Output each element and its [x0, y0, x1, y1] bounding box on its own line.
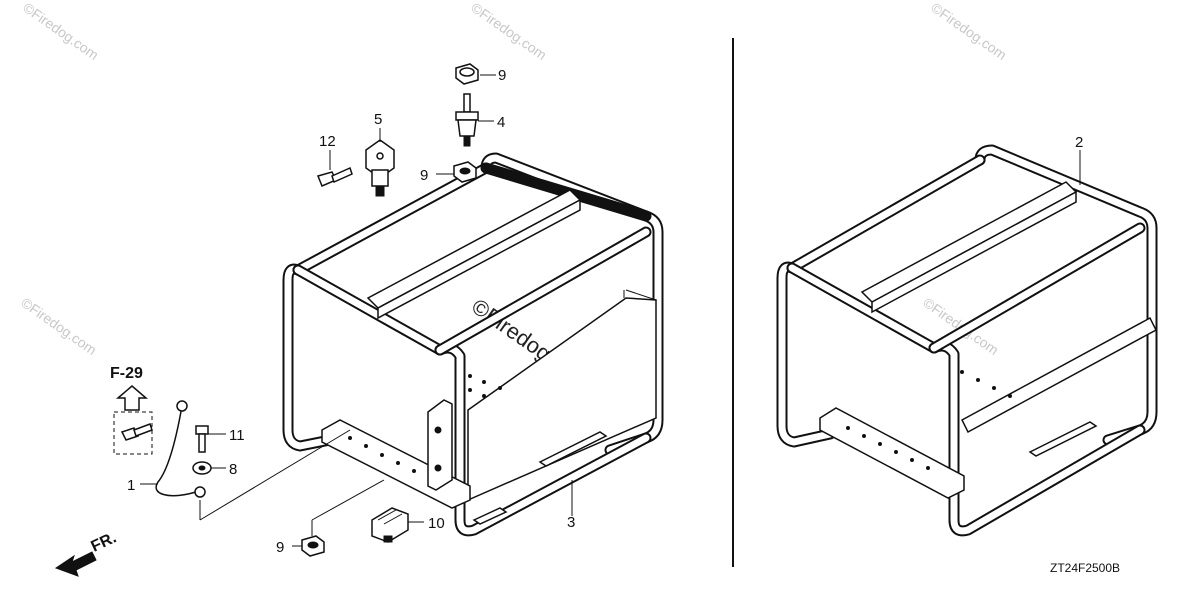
callout-8: 8: [229, 461, 237, 478]
callout-4: 4: [497, 114, 505, 131]
frame-assembly-left: [282, 152, 664, 537]
bracket: [365, 139, 395, 197]
callout-9-top: 9: [498, 67, 506, 84]
leader-lines: [140, 74, 1081, 547]
callout-9-mid: 9: [420, 167, 428, 184]
rubber-foot: [371, 507, 409, 543]
flange-bolt-12: [316, 166, 353, 187]
frame-assembly-right: [776, 144, 1158, 537]
ground-cable: [155, 400, 206, 498]
mount-rubber: [455, 93, 479, 147]
callout-9-bottom: 9: [276, 539, 284, 556]
washer: [192, 461, 212, 475]
watermark-left-mid: ©Firedog.com: [18, 294, 99, 358]
flange-nut-mid: [453, 161, 477, 183]
callout-labels: 9 4 5 9 12 2 3 11 8 1 9 10: [127, 67, 1083, 556]
flange-nut-top: [455, 63, 479, 85]
callout-12: 12: [319, 133, 336, 150]
bolt-reference-box: [113, 411, 153, 455]
reference-arrow-icon: [115, 385, 149, 411]
callout-10: 10: [428, 515, 445, 532]
front-direction-label: FR.: [89, 529, 120, 555]
watermark-layer: ©Firedog.com ©Firedog.com ©Firedog.com ©…: [18, 0, 1009, 394]
watermark-top-right: ©Firedog.com: [928, 0, 1009, 63]
watermark-top-left: ©Firedog.com: [20, 0, 101, 63]
callout-3: 3: [567, 514, 575, 531]
front-direction-icon: FR.: [54, 529, 120, 577]
callout-11: 11: [229, 427, 245, 444]
callout-2: 2: [1075, 134, 1083, 151]
callout-1: 1: [127, 477, 135, 494]
frame-holes-right: [846, 370, 1012, 470]
diagram-code: ZT24F2500B: [1050, 561, 1120, 575]
callout-5: 5: [374, 111, 382, 128]
flange-nut-bottom: [301, 535, 325, 557]
flange-bolt-11: [195, 425, 209, 453]
reference-label: F-29: [110, 365, 143, 382]
watermark-top-mid: ©Firedog.com: [468, 0, 549, 63]
